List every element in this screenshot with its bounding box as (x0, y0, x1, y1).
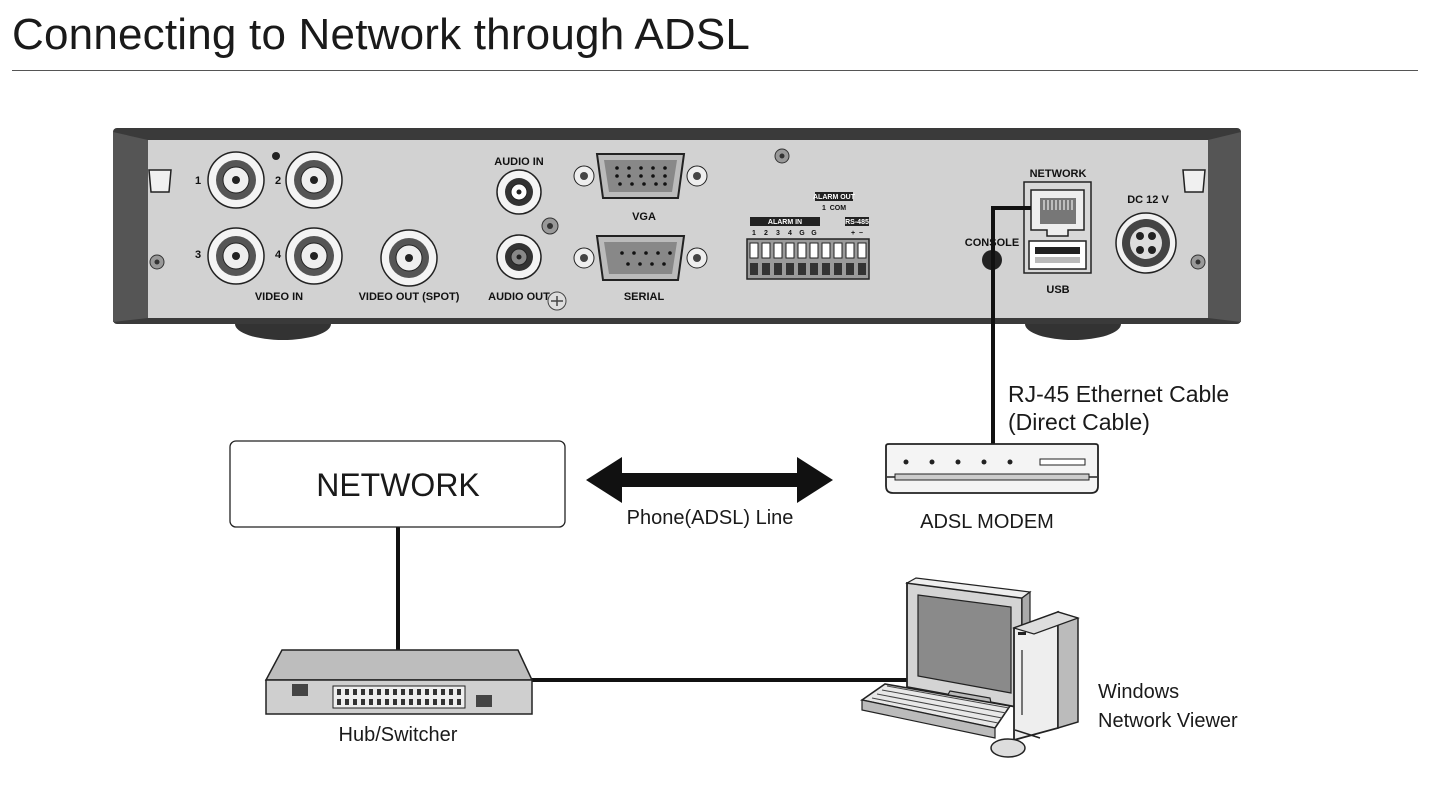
channel-label-4: 4 (275, 249, 282, 261)
hub-label: Hub/Switcher (339, 724, 458, 746)
channel-label-1: 1 (195, 175, 201, 187)
bnc-connector-icon (207, 227, 265, 285)
modem-label: ADSL MODEM (920, 511, 1054, 533)
alarm-in-pin-2: 2 (764, 230, 768, 237)
alarm-in-label: ALARM IN (768, 219, 802, 226)
serial-port-icon (573, 235, 708, 281)
alarm-in-pin-g1: G (799, 230, 805, 237)
dvr-bracket-right (1208, 132, 1241, 322)
cable-holder-icon (1182, 169, 1206, 193)
ground-screw-icon (547, 291, 567, 311)
usb-port-icon (1028, 240, 1087, 270)
dvr-bracket-left (113, 132, 148, 322)
vga-port-icon (573, 153, 708, 199)
alarm-in-pin-4: 4 (788, 230, 792, 237)
alarm-out-label: ALARM OUT (813, 194, 856, 201)
channel-label-2: 2 (275, 175, 281, 187)
cable-label-line2: (Direct Cable) (1008, 409, 1150, 435)
screw-icon (774, 148, 790, 164)
vga-label: VGA (632, 211, 656, 223)
title-divider (12, 70, 1418, 71)
video-in-label: VIDEO IN (255, 291, 303, 303)
video-out-spot-label: VIDEO OUT (SPOT) (359, 291, 460, 303)
audio-out-jack-icon (496, 234, 542, 280)
audio-out-label: AUDIO OUT (488, 291, 550, 303)
usb-label: USB (1046, 284, 1069, 296)
dc-power-port-icon (1115, 212, 1177, 274)
adsl-modem-icon (885, 443, 1099, 494)
screw-icon (149, 254, 165, 270)
cable-holder-icon (148, 169, 172, 193)
viewer-label-line1: Windows (1098, 681, 1179, 703)
alarm-in-pin-3: 3 (776, 230, 780, 237)
desktop-pc-icon (860, 577, 1080, 758)
rs485-pins: + − (851, 230, 863, 237)
network-box-label: NETWORK (316, 467, 480, 503)
page-title: Connecting to Network through ADSL (12, 10, 751, 59)
dvr-rear-panel: 1 2 3 4 VIDEO IN VIDEO OUT (SPOT) AUDIO … (113, 128, 1241, 340)
bnc-connector-icon (207, 151, 265, 209)
viewer-label-line2: Network Viewer (1098, 710, 1238, 732)
rj45-ethernet-cable (991, 206, 1031, 445)
alarm-out-header (815, 192, 853, 201)
alarm-terminal-block (746, 238, 870, 280)
screw-icon (1190, 254, 1206, 270)
network-port-label: NETWORK (1030, 168, 1087, 180)
double-arrow-icon (586, 457, 833, 503)
hub-switch-icon (264, 649, 534, 715)
serial-label: SERIAL (624, 291, 665, 303)
alarm-out-pins: 1 COM (822, 205, 846, 212)
dc-label: DC 12 V (1127, 194, 1169, 206)
bnc-connector-icon (380, 229, 438, 287)
rj45-port-icon (1030, 189, 1085, 237)
screw-icon (541, 217, 559, 235)
bnc-connector-icon (285, 227, 343, 285)
cable-label-line1: RJ-45 Ethernet Cable (1008, 381, 1229, 407)
channel-label-3: 3 (195, 249, 201, 261)
led-dot (272, 152, 280, 160)
rs485-label: RS-485 (845, 219, 869, 226)
bnc-connector-icon (285, 151, 343, 209)
rs485-header (845, 217, 869, 226)
audio-in-jack-icon (496, 169, 542, 215)
alarm-in-pin-g2: G (811, 230, 817, 237)
network-box (229, 440, 566, 528)
audio-in-label: AUDIO IN (494, 156, 544, 168)
alarm-in-header (750, 217, 820, 226)
phone-line-label: Phone(ADSL) Line (627, 507, 794, 529)
alarm-in-pin-1: 1 (752, 230, 756, 237)
